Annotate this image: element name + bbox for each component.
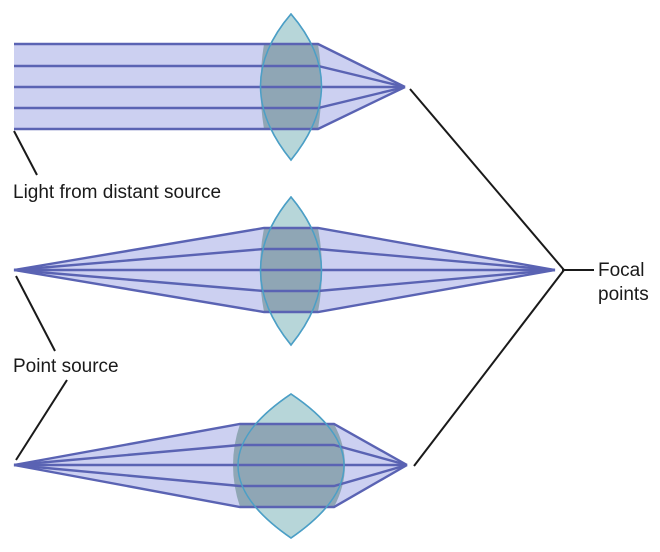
- leader-point-source-lower: [15, 379, 68, 461]
- ray: [13, 247, 556, 272]
- ray: [13, 226, 556, 272]
- panel-distant-source: [14, 12, 406, 162]
- label-distant-source: Light from distant source: [13, 182, 222, 203]
- lens-outline: [259, 195, 323, 347]
- leader-distant-source: [13, 130, 38, 176]
- label-focal-points: Focal points: [598, 260, 649, 305]
- ray: [13, 463, 408, 509]
- ray: [14, 85, 406, 131]
- label-point-source: Point source: [13, 356, 119, 377]
- rays-point-thin: [13, 226, 556, 314]
- lens-outline: [259, 12, 323, 162]
- ray: [13, 443, 408, 467]
- leader-lines: [13, 88, 594, 467]
- rays-parallel: [14, 42, 406, 131]
- leader-focal-upper: [409, 88, 565, 271]
- lens-outline: [237, 393, 345, 539]
- leader-point-source-upper: [15, 275, 56, 352]
- ray: [13, 268, 556, 314]
- ray: [13, 422, 408, 467]
- rays-point-thick: [13, 422, 408, 509]
- ray: [14, 64, 406, 89]
- ray: [14, 42, 406, 89]
- ray: [13, 463, 408, 488]
- panel-point-source-thick: [13, 393, 408, 539]
- panel-point-source-thin: [13, 195, 556, 347]
- leader-focal-lower: [413, 269, 565, 467]
- ray: [13, 268, 556, 293]
